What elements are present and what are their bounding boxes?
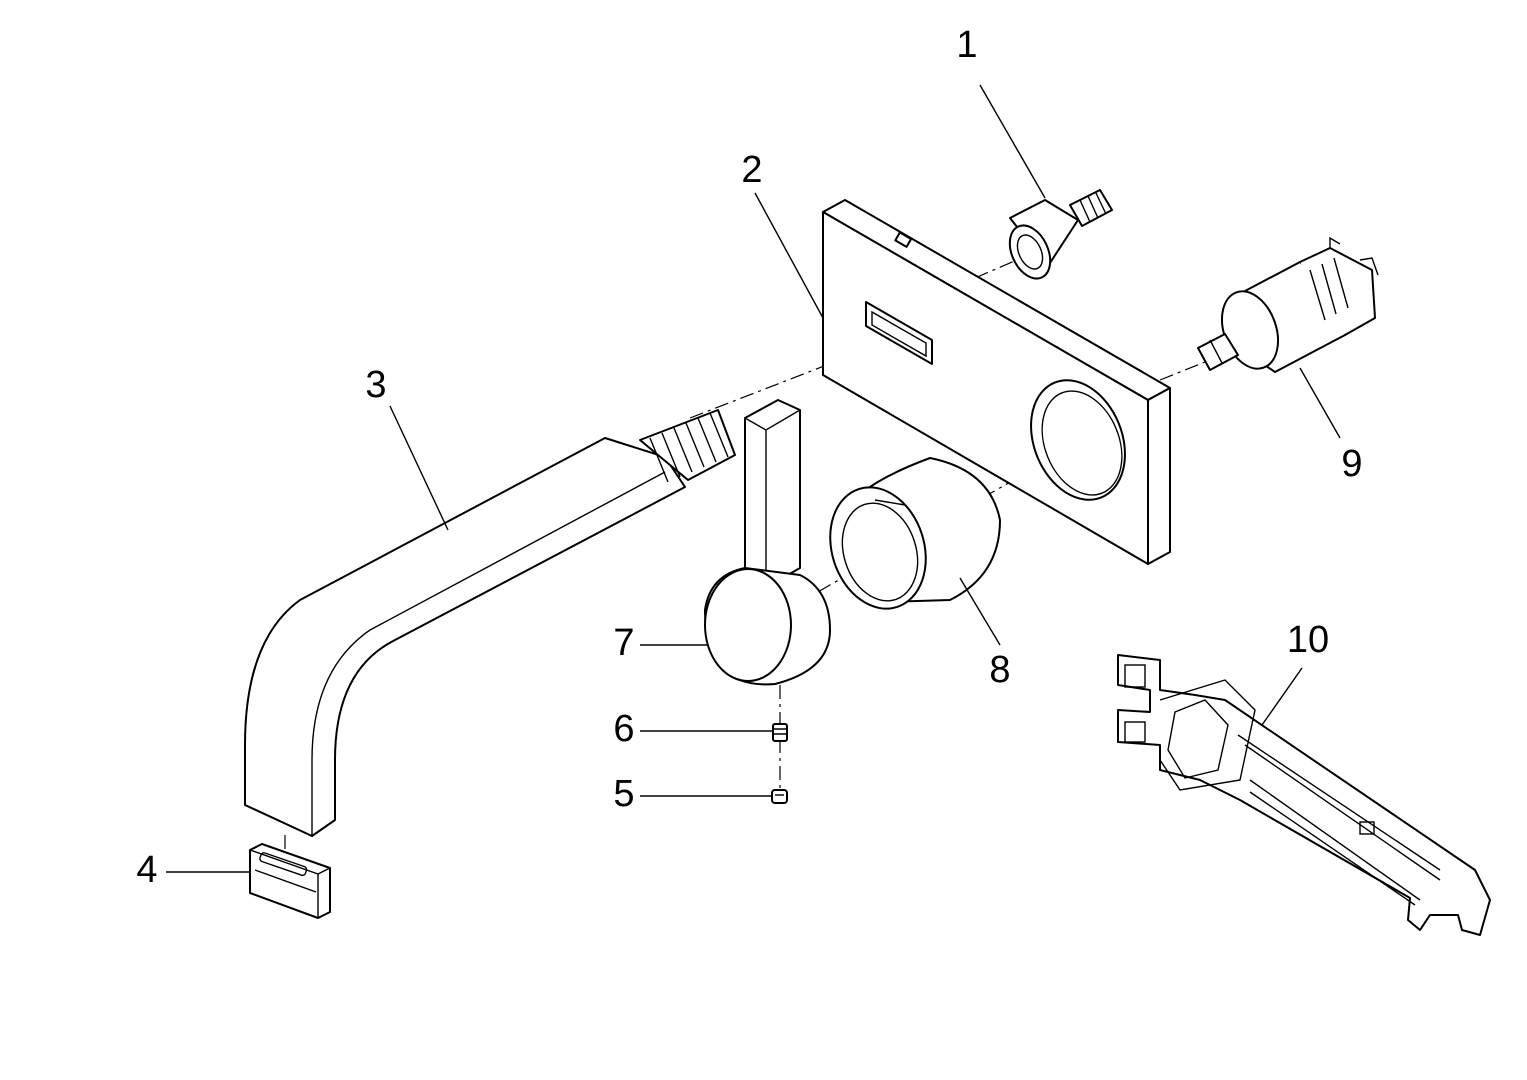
part-6-grub-screw [772, 723, 788, 742]
part-1-connector [1008, 189, 1113, 280]
part-9-cartridge [1197, 236, 1379, 373]
label-part-1: 1 [956, 24, 977, 66]
part-5-plug [771, 789, 788, 804]
part-4-aerator [249, 843, 331, 919]
label-part-10: 10 [1287, 619, 1329, 661]
part-8-rosette [829, 457, 1001, 610]
leader-lines [166, 84, 1341, 873]
label-part-5: 5 [613, 773, 634, 815]
label-part-8: 8 [989, 649, 1010, 691]
label-part-4: 4 [136, 849, 157, 891]
part-7-lever-handle [704, 399, 831, 686]
label-part-2: 2 [741, 149, 762, 191]
part-10-mounting-wrench [1117, 654, 1491, 936]
part-3-spout [244, 409, 736, 838]
part-2-cover-plate [822, 199, 1171, 565]
label-part-9: 9 [1341, 443, 1362, 485]
part-number-labels: 1 2 3 4 5 6 7 8 9 10 [136, 24, 1362, 891]
label-part-7: 7 [613, 622, 634, 664]
label-part-6: 6 [613, 708, 634, 750]
label-part-3: 3 [365, 364, 386, 406]
